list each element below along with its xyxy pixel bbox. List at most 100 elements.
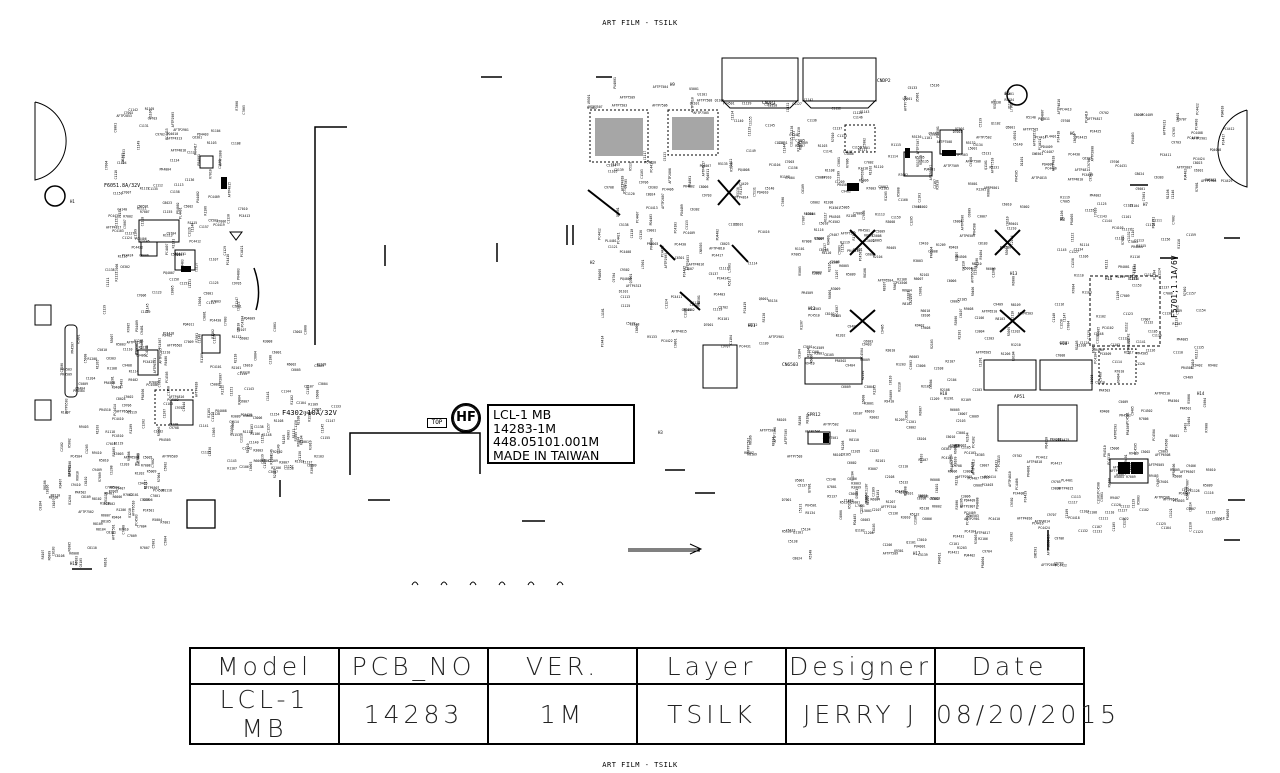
component-ref: C6010 [1002, 203, 1012, 207]
component-ref: L5001 [968, 146, 978, 150]
component-ref: C1136 [807, 119, 817, 123]
component-ref: R7008 [235, 101, 239, 111]
component-ref: R2107 [237, 328, 247, 332]
component-ref: C1138 [1129, 277, 1139, 281]
component-ref: AFTP4810 [709, 246, 724, 250]
component-ref: R1112 [220, 385, 224, 395]
component-ref: C5131 [753, 187, 757, 197]
component-ref: PC4411 [995, 460, 999, 472]
title-block-header-date: Date [934, 647, 1085, 685]
component-ref: C1118 [141, 217, 145, 227]
component-ref: PQ4011 [706, 169, 710, 181]
component-ref: C7007 [122, 191, 132, 195]
component-ref: C8103 [872, 523, 876, 533]
component-ref: C2101 [918, 193, 922, 203]
component-ref: C1127 [792, 102, 802, 106]
component-ref: C7005 [242, 105, 246, 115]
component-ref: C1121 [608, 245, 618, 249]
component-ref: PQ4011 [937, 553, 941, 565]
component-ref: AFTP4815 [228, 182, 232, 197]
component-ref: C1105 [140, 240, 150, 244]
component-ref: R1210 [128, 508, 132, 518]
component-ref: C1135 [148, 187, 158, 191]
component-ref: R9409 [827, 235, 831, 245]
component-ref: PU4402 [964, 553, 976, 557]
component-ref: R9403 [1149, 474, 1159, 478]
component-ref: PC4414 [1035, 136, 1047, 140]
component-ref: R5132 [966, 141, 976, 145]
component-ref: C9708 [1061, 119, 1071, 123]
component-ref: PC4429 [1024, 491, 1028, 503]
component-ref: PR4510 [1103, 445, 1107, 457]
component-ref: C3009 [860, 358, 870, 362]
component-ref: AFTP2807 [960, 505, 975, 509]
component-ref: C6004 [929, 379, 933, 389]
component-ref: C2109 [836, 171, 840, 181]
component-ref: AFTP4818 [171, 148, 186, 152]
component-ref: C8006 [839, 510, 843, 520]
component-ref: R9406 [1107, 478, 1111, 488]
component-ref: C7002 [124, 111, 134, 115]
component-ref: R8104 [1012, 351, 1016, 361]
component-ref: C8005 [171, 285, 175, 295]
component-ref: PR4001 [688, 176, 692, 188]
component-ref: C7006 [1163, 291, 1173, 295]
component-ref: R5003 [116, 343, 126, 347]
component-ref: PC4510 [808, 314, 820, 318]
component-ref: PR4005 [598, 269, 602, 281]
component-ref: C8103 [978, 242, 988, 246]
component-ref: AFTP6502 [861, 168, 865, 183]
component-ref: C1120 [1111, 503, 1121, 507]
component-ref: C1202 [1011, 329, 1021, 333]
component-ref: R1118 [106, 430, 116, 434]
component-ref: PC4407 [1042, 150, 1054, 154]
component-ref: C1204 [86, 376, 96, 380]
component-ref: C6301 [1194, 168, 1204, 172]
component-ref: PC4419 [1082, 173, 1094, 177]
component-ref: C9502 [620, 268, 630, 272]
component-ref: C6301 [675, 256, 685, 260]
component-ref: R7002 [110, 485, 120, 489]
component-ref: C5001 [151, 539, 155, 549]
component-ref: R1107 [780, 175, 790, 179]
component-ref: C8102 [935, 484, 939, 494]
component-ref: R7001 [195, 333, 199, 343]
component-ref: C9704 [612, 273, 616, 283]
component-ref: D1101 [1020, 157, 1024, 167]
component-ref: AFTP4313 [1163, 120, 1167, 135]
component-ref: PC4421 [616, 232, 620, 244]
component-ref: R8104 [771, 437, 775, 447]
component-ref: C1119 [127, 411, 137, 415]
component-ref: PC4408 [1191, 131, 1203, 135]
component-ref: AFTP4816 [689, 263, 704, 267]
fuse-f5701-label: F5701;1.1A/6V [1170, 255, 1179, 318]
hole-label: H7 [1143, 202, 1148, 207]
component-ref: R1107 [1173, 322, 1183, 326]
component-ref: C5007 [123, 219, 127, 229]
component-ref: C1126 [1146, 349, 1156, 353]
component-ref: R7008 [802, 239, 812, 243]
component-ref: C1107 [209, 258, 219, 262]
component-ref: C1143 [227, 459, 237, 463]
component-ref: C5006 [1110, 447, 1120, 451]
fuse-f4302-label: F4302;10A/32V [282, 409, 337, 417]
component-ref: C1122 [237, 301, 241, 311]
component-ref: PR4508 [1181, 366, 1193, 370]
component-ref: R8107 [883, 282, 887, 292]
component-ref: R5008 [897, 187, 901, 197]
component-ref: C1122 [1119, 517, 1129, 521]
component-ref: C5139 [614, 168, 624, 172]
component-ref: R6004 [297, 437, 301, 447]
component-ref: R1112 [1125, 322, 1129, 332]
component-ref: C1142 [128, 108, 138, 112]
component-ref: PC4415 [1076, 135, 1088, 139]
component-ref: PC4407 [165, 243, 169, 255]
component-ref: AFTP6505 [976, 351, 991, 355]
component-ref: C8109 [954, 457, 958, 467]
component-ref: C9403 [1184, 423, 1188, 433]
component-ref: C1154 [764, 103, 774, 107]
component-ref: R7007 [140, 546, 150, 550]
component-ref: R1120 [100, 502, 110, 506]
component-ref: C1107 [1131, 228, 1135, 238]
component-ref: PR4506 [1172, 464, 1176, 476]
